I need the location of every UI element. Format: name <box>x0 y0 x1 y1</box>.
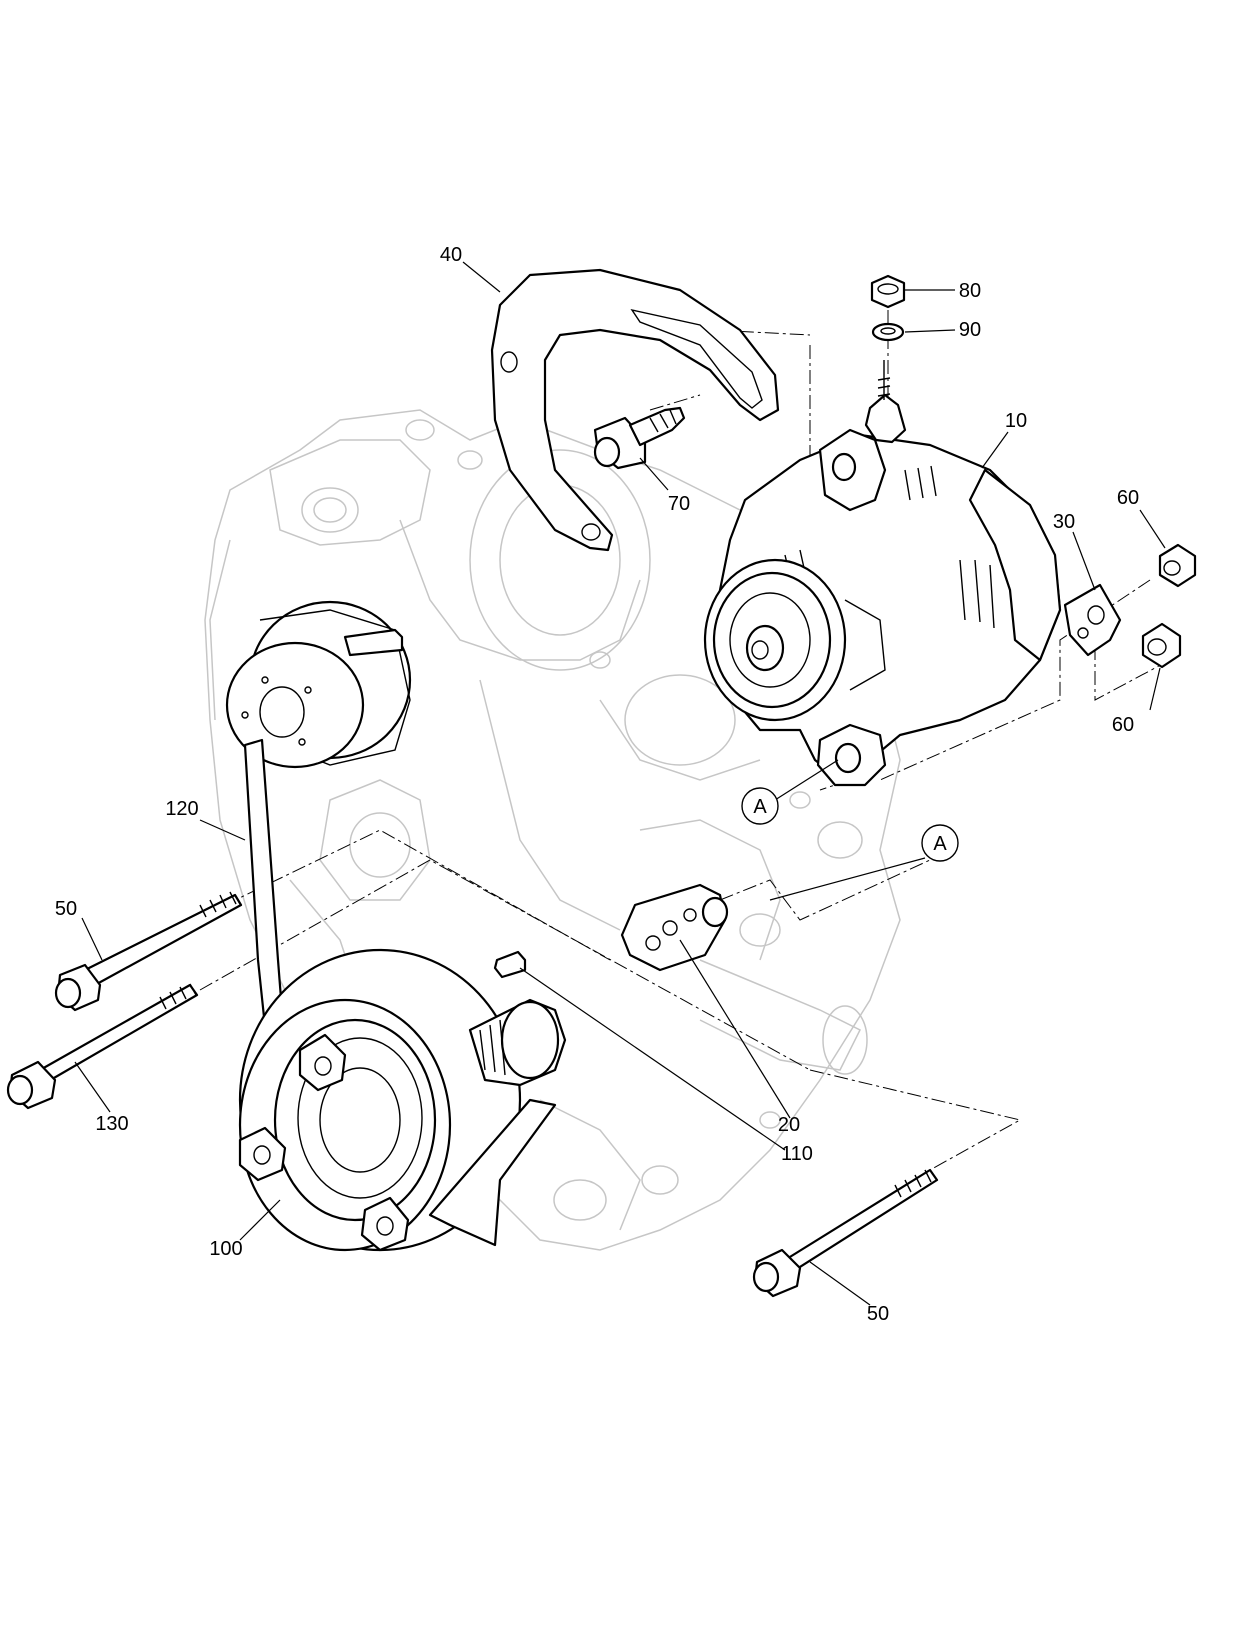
washer-90 <box>871 322 905 342</box>
bolt-70 <box>593 406 686 470</box>
callout-10: 10 <box>1005 410 1027 432</box>
reference-mark-a-plate: A <box>921 824 959 862</box>
key-110 <box>493 950 527 979</box>
callout-130: 130 <box>95 1113 128 1135</box>
callout-100: 100 <box>209 1238 242 1260</box>
crank-pulley-100 <box>238 948 567 1252</box>
callout-labels: 10 20 30 40 50 50 60 60 70 80 90 100 110… <box>55 244 1139 1325</box>
callout-50-left: 50 <box>55 898 77 920</box>
reference-mark-label: A <box>753 796 767 818</box>
spacer-20 <box>620 883 729 972</box>
bolt-50-bottom <box>752 1168 939 1298</box>
callout-110: 110 <box>781 1143 813 1165</box>
bolt-50-left <box>54 891 243 1012</box>
adjusting-bracket-40 <box>490 268 780 552</box>
plate-30 <box>1063 583 1122 657</box>
leader-lines <box>74 261 1166 1306</box>
water-pump-pulley <box>225 600 412 769</box>
reference-mark-a-alternator: A <box>741 787 779 825</box>
callout-80: 80 <box>959 280 981 302</box>
nut-60-upper <box>1158 543 1197 588</box>
callout-120: 120 <box>165 798 198 820</box>
callout-30: 30 <box>1053 511 1075 533</box>
callout-60-top: 60 <box>1117 487 1139 509</box>
callout-50-bottom: 50 <box>867 1303 889 1325</box>
callout-20: 20 <box>778 1114 800 1136</box>
callout-90: 90 <box>959 319 981 341</box>
callout-40: 40 <box>440 244 462 266</box>
callout-60-bottom: 60 <box>1112 714 1134 736</box>
bolt-130 <box>6 983 199 1110</box>
alternator-10 <box>703 360 1062 787</box>
callout-70: 70 <box>668 493 690 515</box>
reference-mark-label: A <box>933 833 947 855</box>
nut-60-lower <box>1141 622 1182 669</box>
nut-80 <box>870 274 906 309</box>
